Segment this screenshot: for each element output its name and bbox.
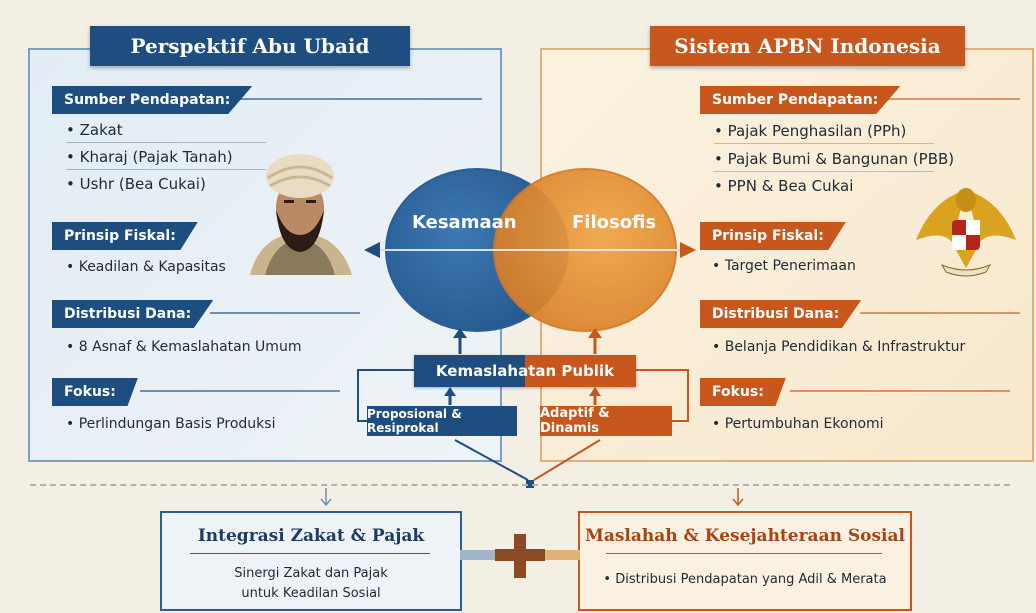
left-prinsip-item: • Keadilan & Kapasitas	[66, 259, 226, 275]
down-arrow-right-icon	[732, 488, 744, 507]
right-sumber-label: Sumber Pendapatan:	[700, 86, 901, 114]
right-sumber-item: • Pajak Bumi & Bangunan (PBB)	[714, 150, 955, 168]
connector-frame	[357, 369, 689, 422]
integrasi-text-1: Sinergi Zakat dan Pajak	[234, 566, 388, 581]
left-sumber-item: • Zakat	[66, 121, 123, 139]
right-distribusi-label: Distribusi Dana:	[700, 300, 862, 328]
maslahah-title: Maslahah & Kesejahteraan Sosial	[585, 526, 905, 546]
left-distribusi-label: Distribusi Dana:	[52, 300, 214, 328]
left-fokus-label: Fokus:	[52, 378, 138, 406]
left-sumber-item: • Kharaj (Pajak Tanah)	[66, 148, 233, 166]
right-fokus-item: • Pertumbuhan Ekonomi	[712, 416, 884, 432]
left-distribusi-item: • 8 Asnaf & Kemaslahatan Umum	[66, 339, 302, 355]
left-prinsip-label: Prinsip Fiskal:	[52, 222, 198, 250]
left-title-banner: Perspektif Abu Ubaid	[90, 26, 410, 66]
right-distribusi-item: • Belanja Pendidikan & Infrastruktur	[712, 339, 966, 355]
right-prinsip-label: Prinsip Fiskal:	[700, 222, 846, 250]
right-sumber-item: • PPN & Bea Cukai	[714, 177, 854, 195]
integrasi-text-2: untuk Keadilan Sosial	[241, 586, 381, 601]
integrasi-box	[160, 511, 462, 611]
double-arrow	[364, 242, 696, 258]
kemaslahatan-publik-box: Kemaslahatan Publik	[414, 355, 636, 387]
right-sumber-item: • Pajak Penghasilan (PPh)	[714, 122, 907, 140]
up-arrows	[453, 328, 602, 354]
garuda-emblem-icon	[916, 188, 1016, 277]
kesamaan-label: Kesamaan	[412, 212, 517, 233]
dashed-separator	[30, 484, 1010, 486]
proporsional-box: Proposional & Resiprokal	[367, 406, 517, 436]
maslahah-text: • Distribusi Pendapatan yang Adil & Mera…	[603, 572, 887, 587]
filosofis-label: Filosofis	[572, 212, 657, 233]
right-title-banner: Sistem APBN Indonesia	[650, 26, 965, 66]
right-fokus-label: Fokus:	[700, 378, 786, 406]
down-arrow-left-icon	[320, 488, 332, 507]
plus-connector-icon	[460, 534, 580, 578]
integrasi-title: Integrasi Zakat & Pajak	[197, 526, 425, 546]
left-fokus-item: • Perlindungan Basis Produksi	[66, 416, 276, 432]
right-prinsip-item: • Target Penerimaan	[712, 258, 856, 274]
scholar-portrait-image	[250, 154, 352, 275]
adaptif-box: Adaptif & Dinamis	[540, 406, 672, 436]
divider	[232, 98, 482, 100]
left-sumber-label: Sumber Pendapatan:	[52, 86, 253, 114]
left-sumber-item: • Ushr (Bea Cukai)	[66, 175, 206, 193]
maslahah-box	[578, 511, 912, 611]
